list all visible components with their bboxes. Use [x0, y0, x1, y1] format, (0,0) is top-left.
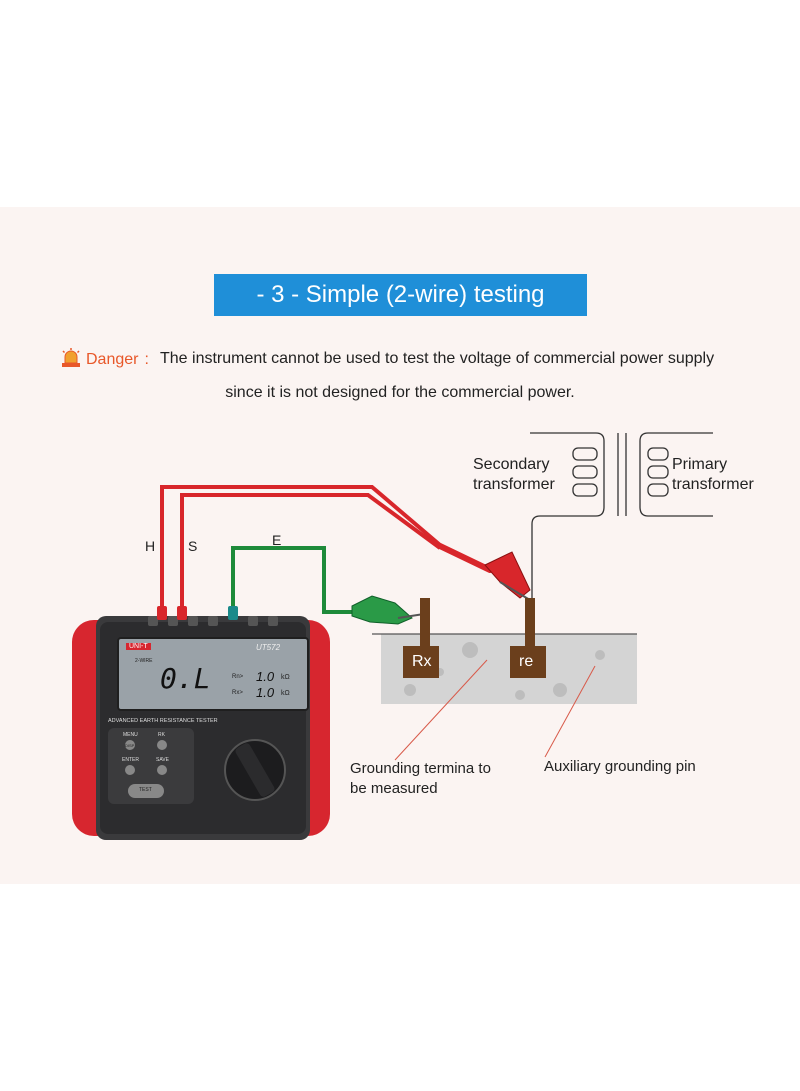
danger-heading: Danger : — [60, 347, 149, 373]
device-btn-save: SAVE — [156, 757, 169, 763]
re-pin-base — [510, 646, 546, 678]
green-clip-icon — [351, 595, 425, 625]
device-rx-unit: kΩ — [281, 690, 290, 697]
grounding-terminal-callout: Grounding termina to be measured — [350, 759, 491, 799]
device-title: ADVANCED EARTH RESISTANCE TESTER — [108, 718, 218, 724]
green-wire — [231, 546, 360, 614]
device-btn-rk: RK — [158, 732, 165, 738]
rx-pin-label: Rx — [412, 653, 432, 670]
device-rn-label: Rn> — [232, 674, 244, 680]
grounding-callout-line — [394, 659, 488, 761]
secondary-transformer-label: Secondary transformer — [473, 455, 555, 495]
danger-colon: : — [144, 351, 149, 368]
device-rn-unit: kΩ — [281, 674, 290, 681]
danger-label: Danger — [86, 351, 139, 368]
transformer-symbol — [530, 432, 713, 598]
re-pin-stem — [525, 598, 535, 646]
rx-pin-stem — [420, 598, 430, 646]
alarm-icon — [60, 347, 82, 374]
section-banner: - 3 - Simple (2-wire) testing — [214, 274, 587, 316]
rx-pin-base — [403, 646, 439, 678]
device-rx-value: 1.0 — [256, 685, 275, 700]
device-reading: 0.L — [160, 662, 211, 695]
wire-h-label: H — [145, 538, 156, 554]
device-btn-enter: ENTER — [122, 757, 139, 763]
device-model: UT572 — [256, 643, 281, 652]
red-cable-to-clip — [437, 543, 493, 573]
secondary-line2: transformer — [473, 476, 555, 493]
grounding-line2: be measured — [350, 780, 438, 797]
device-brand: UNI-T — [126, 643, 151, 650]
primary-line2: transformer — [672, 476, 754, 493]
secondary-line1: Secondary — [473, 456, 550, 473]
device-rn-value: 1.0 — [256, 669, 275, 684]
auxiliary-pin-callout: Auxiliary grounding pin — [544, 758, 696, 775]
device-btn-menu: MENU — [123, 732, 138, 738]
ground-texture — [404, 642, 605, 700]
auxiliary-callout-line — [544, 665, 596, 758]
device-mode: 2-WIRE — [135, 658, 153, 664]
danger-text-line2: since it is not designed for the commerc… — [225, 384, 575, 401]
device-rx-label: Rx> — [232, 690, 243, 696]
device-btn-disp: DISP — [125, 743, 135, 748]
wire-e-label: E — [272, 532, 282, 548]
wire-s-label: S — [188, 538, 198, 554]
primary-line1: Primary — [672, 456, 728, 473]
red-wires — [160, 485, 442, 608]
red-clip-icon — [484, 551, 531, 601]
device-btn-test: TEST — [139, 787, 152, 793]
primary-transformer-label: Primary transformer — [672, 455, 754, 495]
earth-resistance-tester — [72, 606, 330, 840]
danger-text-line1: The instrument cannot be used to test th… — [160, 350, 715, 367]
re-pin-label: re — [519, 653, 534, 670]
grounding-line1: Grounding termina to — [350, 760, 491, 777]
